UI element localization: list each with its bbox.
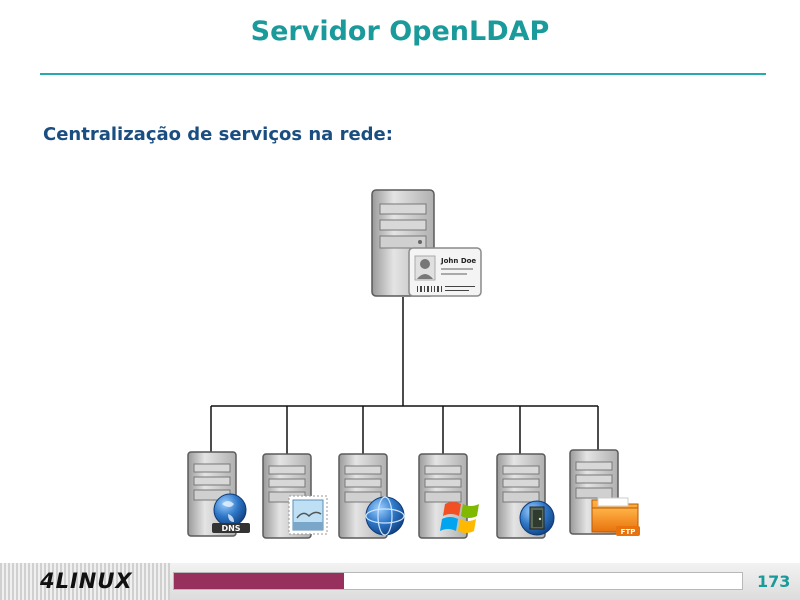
title-divider bbox=[40, 73, 766, 75]
page-number: 173 bbox=[757, 572, 791, 591]
slide-title: Servidor OpenLDAP bbox=[250, 16, 550, 47]
footer-bar: 4LINUX 173 bbox=[0, 563, 800, 600]
ftp-label: FTP bbox=[621, 528, 636, 536]
client-server-dns: DNS bbox=[187, 451, 250, 537]
windows-logo-icon bbox=[440, 502, 479, 533]
folder-icon: FTP bbox=[591, 497, 640, 536]
globe-icon: DNS bbox=[212, 493, 250, 533]
client-servers: DNS FTP bbox=[187, 449, 640, 539]
network-diagram: John Doe DNS FTP bbox=[187, 189, 640, 539]
client-server-proxy bbox=[496, 453, 555, 539]
presentation-progress-bar bbox=[173, 572, 743, 590]
slide-subtitle: Centralização de serviços na rede: bbox=[43, 124, 393, 145]
client-server-web bbox=[338, 453, 405, 539]
card-name: John Doe bbox=[440, 257, 476, 265]
client-server-ftp: FTP bbox=[569, 449, 640, 536]
dns-label: DNS bbox=[221, 524, 240, 533]
client-server-windows bbox=[418, 453, 479, 539]
globe-icon bbox=[365, 496, 405, 536]
server-tower-icon bbox=[418, 453, 468, 539]
stamp-icon bbox=[288, 495, 328, 535]
footer-stripes bbox=[0, 563, 170, 600]
client-server-mail bbox=[262, 453, 328, 539]
connection-lines bbox=[210, 297, 599, 454]
4linux-logo: 4LINUX bbox=[40, 569, 133, 593]
id-card-icon: John Doe bbox=[408, 247, 482, 297]
progress-fill bbox=[174, 573, 345, 589]
door-globe-icon bbox=[519, 500, 555, 536]
ldap-server: John Doe bbox=[371, 189, 482, 297]
